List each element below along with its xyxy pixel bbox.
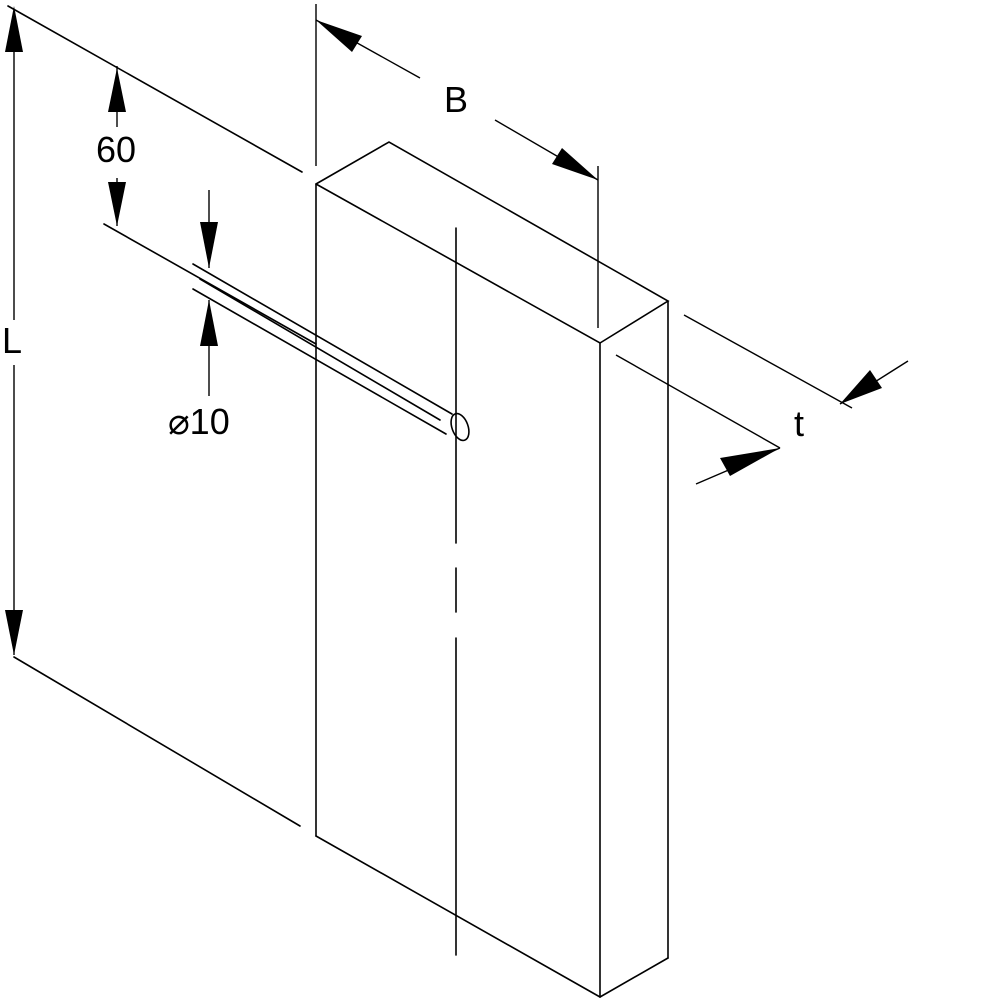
hole-offset-label: 60	[96, 129, 136, 170]
dimension-width: B	[315, 4, 599, 328]
dimension-hole-offset: 60	[96, 66, 136, 226]
width-label: B	[444, 79, 468, 120]
projection-lines	[7, 5, 317, 827]
length-label: L	[2, 320, 22, 361]
dimension-length: L	[2, 6, 23, 655]
hole-diameter-label: ⌀10	[168, 401, 230, 442]
thickness-label: t	[794, 403, 804, 444]
hole	[192, 263, 470, 442]
plate-outline	[315, 141, 670, 998]
dimension-thickness: t	[615, 314, 909, 485]
dimension-hole-diameter: ⌀10	[168, 190, 230, 442]
